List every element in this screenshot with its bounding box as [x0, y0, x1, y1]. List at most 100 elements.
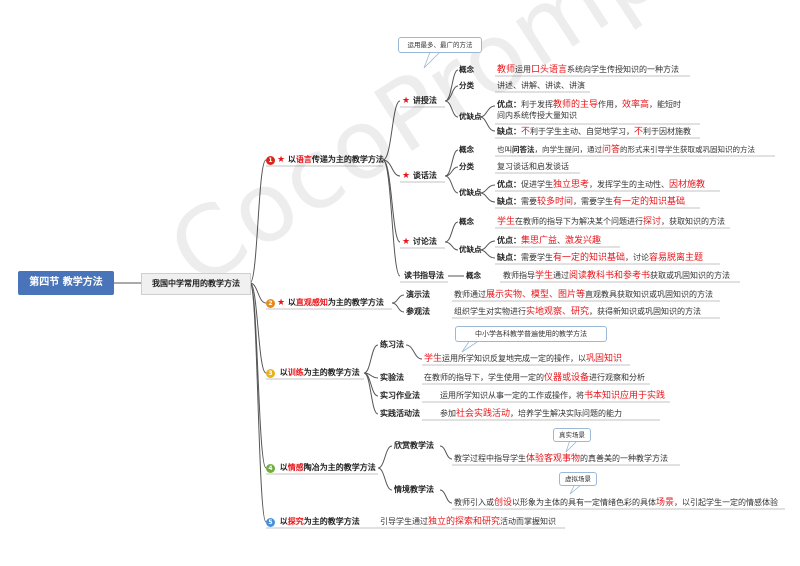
- em-text: 书本知识应用于实践: [584, 391, 666, 401]
- method-practical-activity[interactable]: 实践活动法: [380, 409, 420, 418]
- em-text: 较多时间: [537, 197, 574, 207]
- method-reading-guidance[interactable]: 读书指导法: [404, 271, 444, 280]
- em-text: 不: [521, 127, 531, 137]
- concept-label: 概念: [459, 65, 474, 74]
- text: ，获取知识的方法: [661, 217, 726, 226]
- class-label: 分类: [459, 81, 474, 90]
- text: ，能短时: [649, 100, 682, 109]
- pros-cons-label: 优缺点: [459, 112, 482, 121]
- text: 需要: [521, 197, 537, 206]
- em-text: 探讨: [643, 217, 662, 227]
- text: ，需要学生: [573, 197, 614, 206]
- em-text: 仪器或设备: [544, 373, 590, 383]
- text: 教师通过: [454, 290, 486, 299]
- concept-label: 概念: [466, 271, 481, 280]
- em-text: 创设: [494, 498, 513, 508]
- em-text: 问答: [602, 145, 621, 155]
- em-text: 学生: [424, 354, 443, 364]
- branch-visual[interactable]: 2★ 以直观感知为主的教学方法: [266, 298, 384, 308]
- method-discussion[interactable]: ★ 讨论法: [402, 237, 437, 247]
- text: 获取或巩固知识的方法: [650, 271, 731, 280]
- text: 系统向学生传授知识的一种方法: [567, 65, 680, 74]
- text: 在教师的指导下，学生使用一定的: [424, 373, 544, 382]
- method-desc: 运用所学知识从事一定的工作或操作，将书本知识应用于实践: [440, 391, 665, 401]
- text: 教师指导: [503, 271, 535, 280]
- em-text: 社会实践活动: [456, 409, 511, 419]
- cons-text: 缺点：需要学生有一定的知识基础，讨论容易脱离主题: [497, 253, 703, 263]
- number-badge: 4: [266, 464, 275, 473]
- method-demonstration[interactable]: 演示法: [406, 290, 430, 299]
- star-icon: ★: [402, 237, 411, 247]
- em-text: 学生: [535, 271, 554, 281]
- em-text: 巩固知识: [586, 354, 623, 364]
- text: 促进学生: [521, 180, 553, 189]
- text: 活动而掌握知识: [500, 517, 557, 526]
- branch-suffix: 为主的教学方法: [327, 298, 384, 307]
- text: 利于学生主动、自觉地学习，: [530, 127, 635, 136]
- branch-suffix: 为主的教学方法: [303, 368, 360, 377]
- method-situational[interactable]: 情境教学法: [394, 485, 434, 494]
- branch-prefix: 以: [287, 155, 296, 164]
- method-desc: 组织学生对实物进行实地观察、研究，获得新知识或巩固知识的方法: [454, 307, 701, 317]
- method-label: 讲授法: [412, 96, 437, 105]
- branch-keyword: 探究: [287, 517, 304, 526]
- branch-training[interactable]: 3 以训练为主的教学方法: [266, 368, 360, 378]
- concept-text: 教师运用口头语言系统向学生传授知识的一种方法: [497, 65, 679, 75]
- concept-label: 概念: [459, 145, 474, 154]
- callout-bubble: 虚拟场景: [559, 472, 597, 486]
- pros-label: 优点：: [497, 100, 521, 109]
- text: ，发挥学生的主动性、: [589, 180, 670, 189]
- text: 的形式来引导学生获取或巩固知识的方法: [620, 145, 756, 154]
- em-text: 口头语言: [531, 65, 568, 75]
- text: ，获得新知识或巩固知识的方法: [589, 307, 702, 316]
- pros-label: 优点：: [497, 236, 521, 245]
- method-visit[interactable]: 参观法: [406, 307, 430, 316]
- method-desc: 参加社会实践活动，培养学生解决实际问题的能力: [440, 409, 622, 419]
- text: ，以引起学生一定的情感体验: [674, 498, 779, 507]
- method-appreciation[interactable]: 欣赏教学法: [394, 441, 434, 450]
- root-node[interactable]: 第四节 教学方法: [18, 271, 114, 295]
- branch-suffix: 传递为主的教学方法: [311, 155, 384, 164]
- text: ，向学生提问，通过: [534, 145, 603, 154]
- text: 的真善美的一种教学方法: [580, 454, 669, 463]
- text: 在教师的指导下为解决某个问题进行: [515, 217, 644, 226]
- method-practice[interactable]: 练习法: [380, 340, 404, 349]
- callout-bubble: 运用最多、最广的方法: [398, 37, 482, 53]
- method-experiment[interactable]: 实验法: [380, 373, 404, 382]
- method-label: 讨论法: [412, 237, 437, 246]
- branch-emotion[interactable]: 4 以情感陶冶为主的教学方法: [266, 463, 376, 473]
- method-desc: 学生运用所学知识反复地完成一定的操作，以巩固知识: [424, 354, 622, 364]
- pros-cons-label: 优缺点: [459, 245, 482, 254]
- em-text: 展示实物、模型、图片等: [486, 290, 586, 300]
- em-text: 激发兴趣: [565, 236, 602, 246]
- em-text: 独立的探索和研究: [428, 517, 501, 527]
- method-desc: 引导学生通过独立的探索和研究活动而掌握知识: [380, 517, 556, 527]
- pros-text: 优点：促进学生独立思考，发挥学生的主动性、因材施教: [497, 180, 705, 190]
- text: 作用，: [598, 100, 623, 109]
- callout-bubble: 真实场景: [553, 428, 591, 442]
- branch-prefix: 以: [279, 368, 288, 377]
- em-text: 容易脱离主题: [649, 253, 704, 263]
- em-text: 体验客观事物: [526, 454, 581, 464]
- method-conversation[interactable]: ★ 谈话法: [402, 171, 437, 181]
- branch-keyword: 语言: [295, 155, 312, 164]
- branch-keyword: 情感: [287, 463, 304, 472]
- text: 参加: [440, 409, 456, 418]
- text: 教学过程中指导学生: [454, 454, 526, 463]
- pros-text-2: 间内系统传授大量知识: [497, 111, 577, 120]
- class-text: 复习谈话和启发谈话: [497, 162, 569, 171]
- method-lecture[interactable]: ★ 讲授法: [402, 96, 437, 106]
- cons-text: 缺点：需要较多时间，需要学生有一定的知识基础: [497, 197, 685, 207]
- method-internship[interactable]: 实习作业法: [380, 391, 420, 400]
- branch-inquiry[interactable]: 5 以探究为主的教学方法: [266, 517, 360, 527]
- text: 利于因材施教: [643, 127, 692, 136]
- subtopic-node[interactable]: 我国中学常用的教学方法: [141, 273, 251, 295]
- text: 引导学生通过: [380, 517, 428, 526]
- em-text: 有一定的知识基础: [553, 253, 626, 263]
- number-badge: 1: [266, 156, 275, 165]
- star-icon: ★: [277, 298, 286, 308]
- branch-language[interactable]: 1★ 以语言传递为主的教学方法: [266, 155, 384, 165]
- em-text: 教师的主导: [553, 100, 599, 110]
- em-text: 阅读教科书和参考书: [569, 271, 651, 281]
